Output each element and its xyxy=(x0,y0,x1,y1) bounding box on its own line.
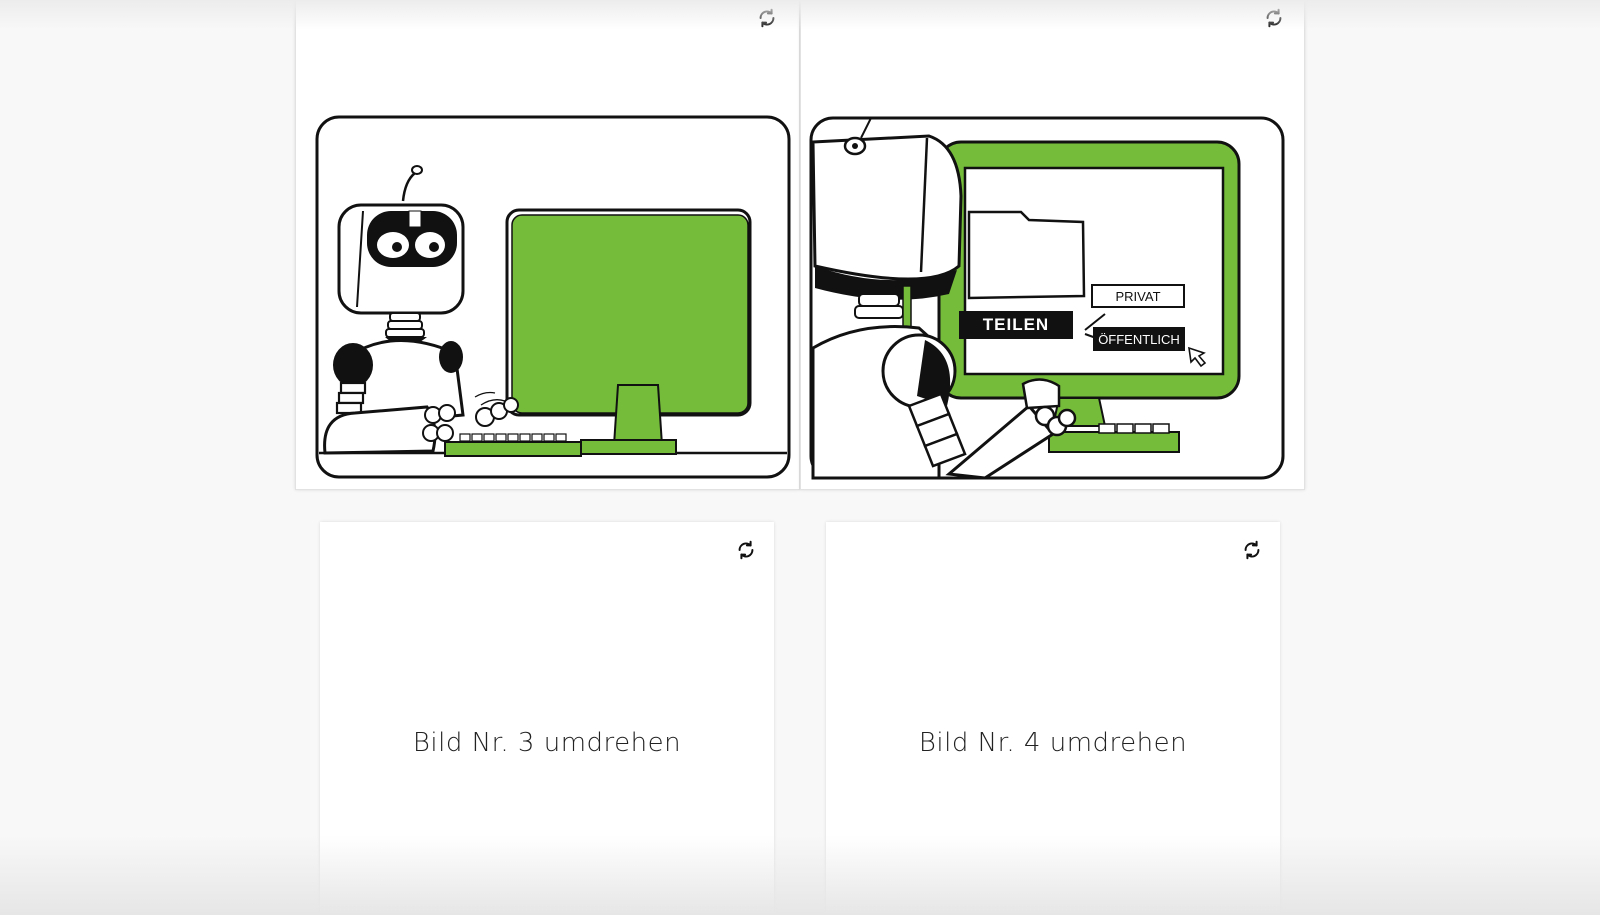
rotate-icon[interactable] xyxy=(756,7,778,29)
flip-card-2[interactable]: TEILEN PRIVAT ÖFFENTLICH xyxy=(800,0,1305,490)
private-option-illustration: PRIVAT xyxy=(1091,284,1185,308)
share-button-illustration: TEILEN xyxy=(959,311,1073,339)
rotate-icon[interactable] xyxy=(1241,539,1263,561)
flip-card-label: Bild Nr. 4 umdrehen xyxy=(918,728,1188,758)
rotate-icon[interactable] xyxy=(735,539,757,561)
robot-sharing-illustration xyxy=(809,116,1285,480)
private-label: PRIVAT xyxy=(1115,288,1161,304)
robot-typing-illustration xyxy=(315,115,791,479)
flip-card-label: Bild Nr. 3 umdrehen xyxy=(412,728,682,758)
rotate-icon[interactable] xyxy=(1263,7,1285,29)
bottom-scroll-fade xyxy=(0,835,1600,915)
public-option-illustration: ÖFFENTLICH xyxy=(1093,327,1185,351)
flip-card-4[interactable]: Bild Nr. 4 umdrehen xyxy=(826,522,1280,915)
flip-card-1[interactable] xyxy=(295,0,800,490)
public-label: ÖFFENTLICH xyxy=(1098,331,1180,347)
flip-card-3[interactable]: Bild Nr. 3 umdrehen xyxy=(320,522,774,915)
share-label: TEILEN xyxy=(982,315,1050,334)
